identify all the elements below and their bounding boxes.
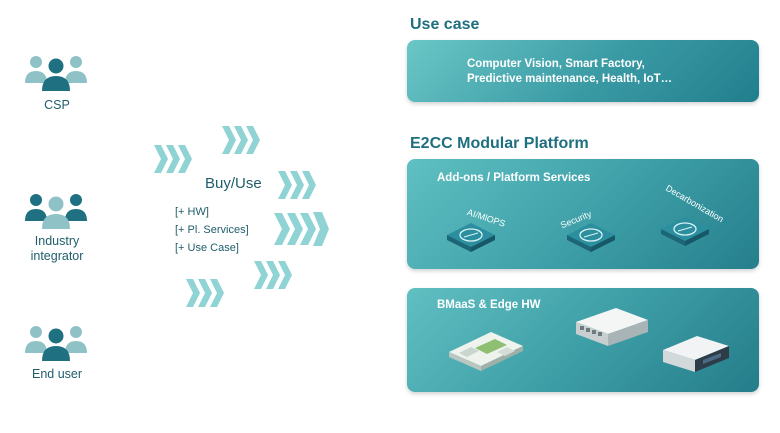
- actor-label-csp: CSP: [44, 98, 70, 112]
- module-chip-icon: [661, 217, 709, 246]
- end-user-people-icon: [25, 326, 87, 361]
- bmaas-panel: BMaaS & Edge HW: [407, 288, 759, 392]
- edge-board-icon: [449, 332, 523, 371]
- module-chip-icon: [567, 223, 615, 252]
- flow-item-use-case: [+ Use Case]: [175, 242, 239, 254]
- platform-title: E2CC Modular Platform: [410, 135, 589, 152]
- flow-chevrons: [154, 126, 329, 307]
- csp-people-icon: [25, 56, 87, 91]
- module-chip-icon: [447, 223, 495, 252]
- chevron-arrow-icon: [154, 145, 192, 173]
- bmaas-title: BMaaS & Edge HW: [437, 299, 541, 311]
- flow-item-platform-services: [+ Pl. Services]: [175, 224, 249, 236]
- use-case-panel: Computer Vision, Smart Factory, Predicti…: [407, 40, 759, 102]
- use-case-line-2: Predictive maintenance, Health, IoT…: [467, 73, 673, 85]
- chevron-arrow-icon: [254, 261, 292, 289]
- big-chevron-arrow-icon: [274, 212, 329, 246]
- use-case-line-1: Computer Vision, Smart Factory,: [467, 58, 645, 70]
- network-switch-icon: [576, 308, 648, 346]
- addons-title: Add-ons / Platform Services: [437, 172, 591, 184]
- flow-item-hw: [+ HW]: [175, 206, 209, 218]
- chevron-arrow-icon: [186, 279, 224, 307]
- edge-server-icon: [663, 336, 729, 372]
- flow-title: Buy/Use: [205, 175, 262, 192]
- use-case-title: Use case: [410, 16, 480, 33]
- industry-integrator-people-icon: [25, 194, 87, 229]
- chevron-arrow-icon: [222, 126, 260, 154]
- actor-label-industry-integrator: Industry integrator: [30, 234, 84, 263]
- actor-label-end-user: End user: [31, 367, 83, 381]
- chevron-arrow-icon: [278, 171, 316, 199]
- platform-panel: Add-ons / Platform Services AI/MlOPS Sec…: [407, 159, 759, 269]
